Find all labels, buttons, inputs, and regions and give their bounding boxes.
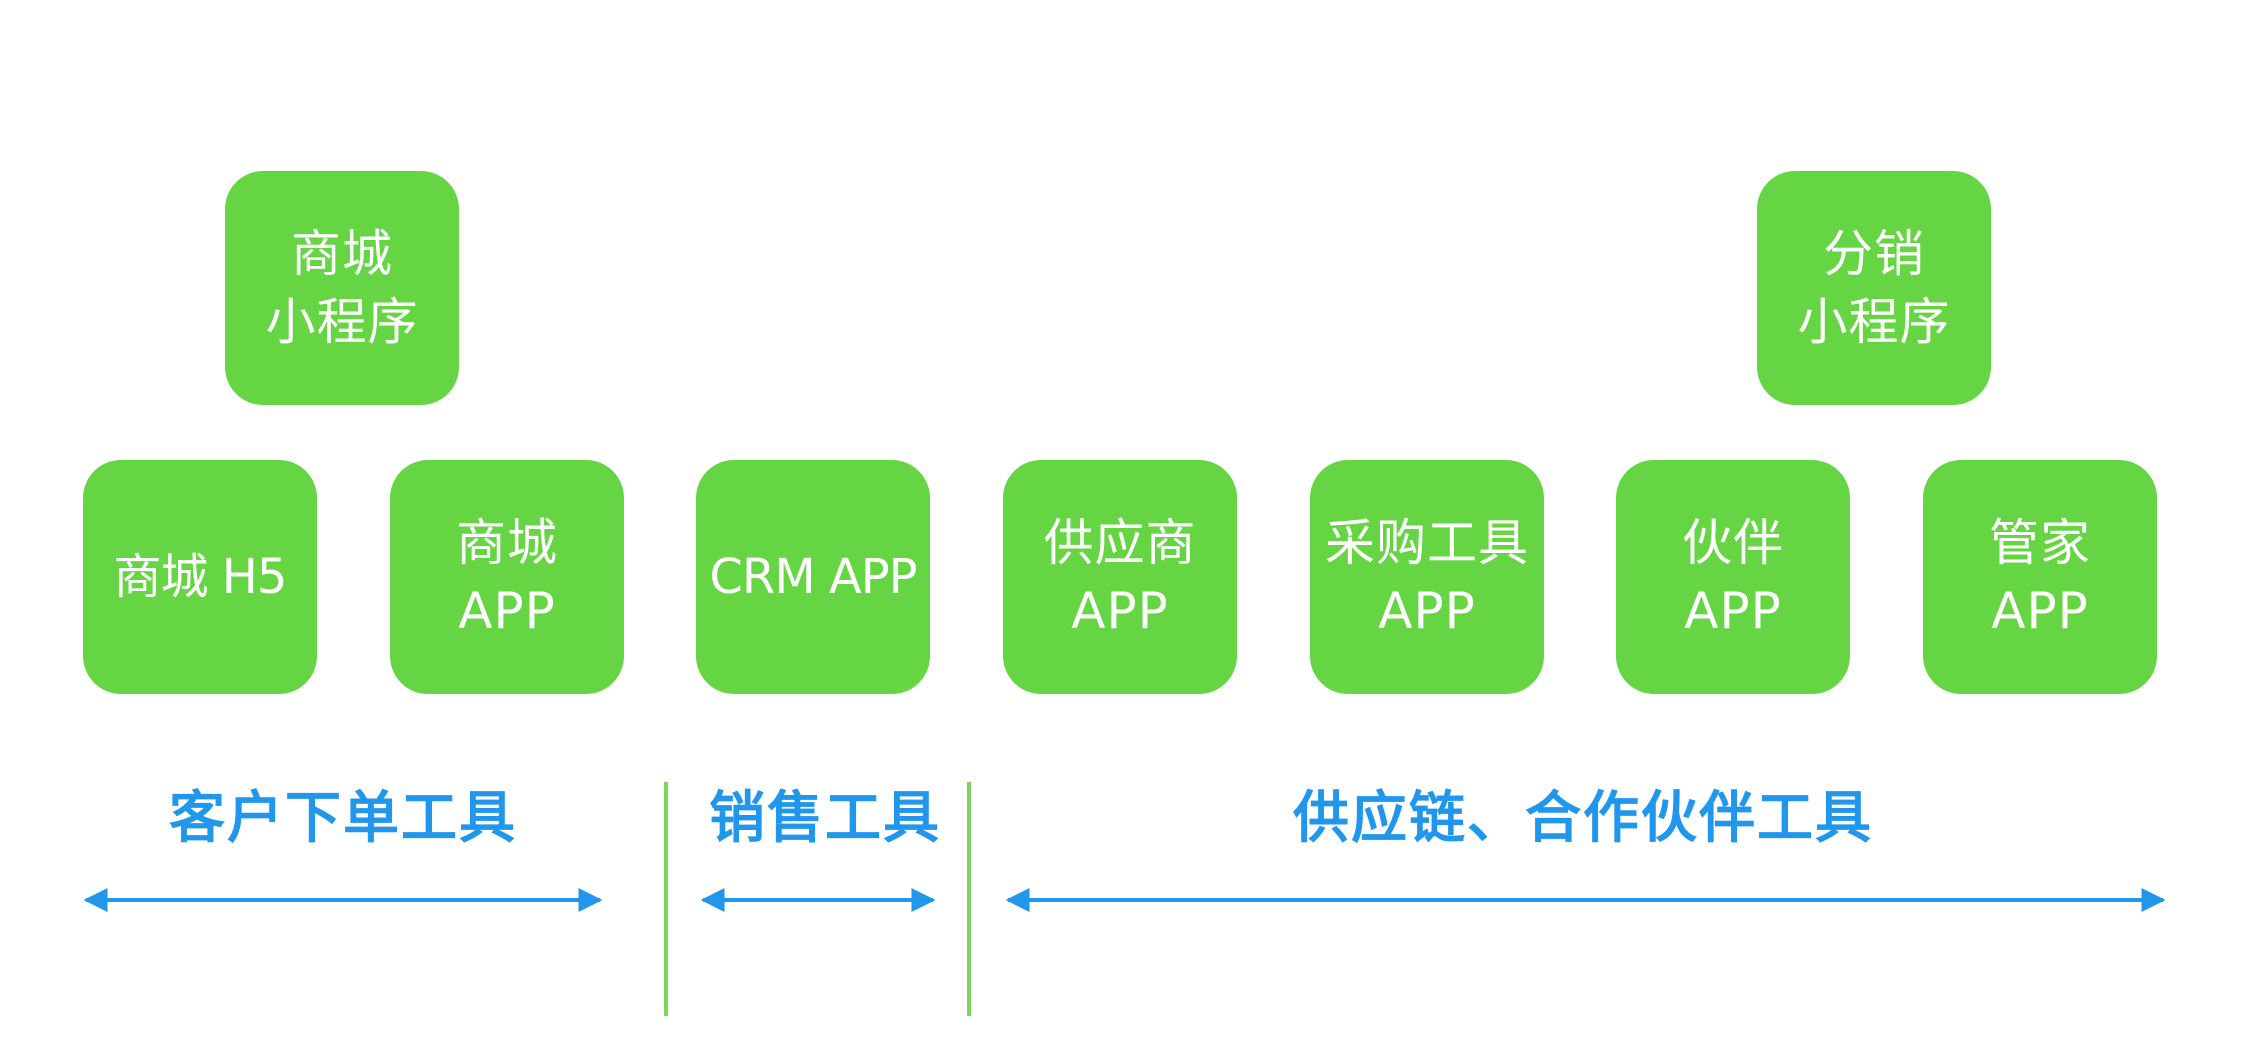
tile-label-line1: 供应商 bbox=[1043, 514, 1197, 572]
divider-right bbox=[967, 782, 971, 1016]
tile-label-line1: 管家 bbox=[1989, 514, 2091, 572]
tile-label-line2: APP bbox=[1991, 582, 2089, 640]
tile-label-line2: 小程序 bbox=[1797, 293, 1951, 351]
tile-label-line1: 伙伴 bbox=[1682, 514, 1784, 572]
tile-label-line1: 商城 bbox=[291, 225, 393, 283]
tile-steward-app: 管家 APP bbox=[1923, 460, 2157, 694]
tile-label-line2: APP bbox=[1071, 582, 1169, 640]
tile-label-line1: 商城 bbox=[456, 514, 558, 572]
tile-purchasing-tool-app: 采购工具 APP bbox=[1310, 460, 1544, 694]
tile-label: CRM APP bbox=[709, 549, 917, 605]
tile-distribution-mini-program: 分销 小程序 bbox=[1757, 171, 1991, 405]
group-label-customer-ordering: 客户下单工具 bbox=[169, 786, 517, 851]
group-label-supply-chain-partners: 供应链、合作伙伴工具 bbox=[1293, 786, 1873, 851]
tile-supplier-app: 供应商 APP bbox=[1003, 460, 1237, 694]
tile-label-line1: 采购工具 bbox=[1325, 514, 1529, 572]
tile-label-line2: APP bbox=[1378, 582, 1476, 640]
tile-mall-mini-program: 商城 小程序 bbox=[225, 171, 459, 405]
tile-label-line2: APP bbox=[458, 582, 556, 640]
tile-label-line1: 分销 bbox=[1823, 225, 1925, 283]
tile-mall-h5: 商城 H5 bbox=[83, 460, 317, 694]
tile-label-line2: 小程序 bbox=[265, 293, 419, 351]
tile-mall-app: 商城 APP bbox=[390, 460, 624, 694]
tile-label-line2: APP bbox=[1684, 582, 1782, 640]
tile-crm-app: CRM APP bbox=[696, 460, 930, 694]
tile-partner-app: 伙伴 APP bbox=[1616, 460, 1850, 694]
group-label-sales: 销售工具 bbox=[709, 786, 941, 851]
divider-left bbox=[664, 782, 668, 1016]
tile-label: 商城 H5 bbox=[113, 549, 288, 605]
